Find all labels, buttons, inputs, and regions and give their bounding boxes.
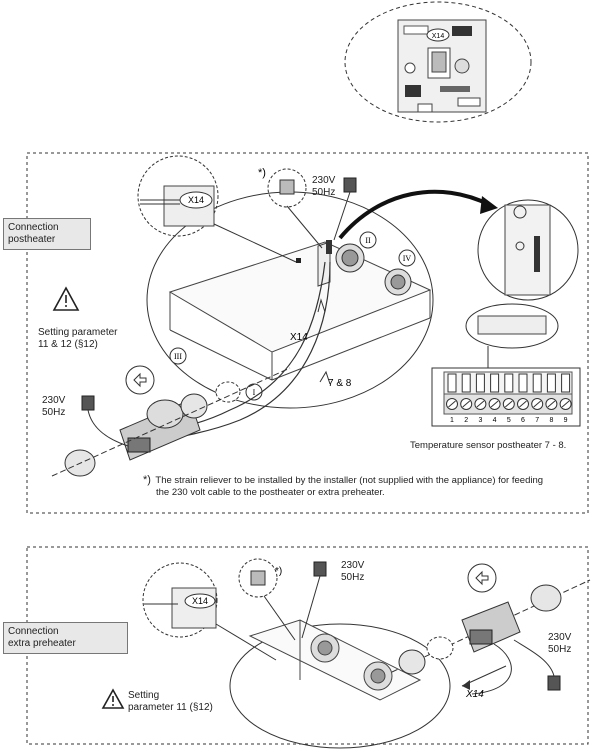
terminal-number-9: 9 bbox=[564, 417, 568, 424]
section2-preheater-unit bbox=[391, 579, 591, 695]
section2-voltage-top: 230V 50Hz bbox=[341, 560, 365, 583]
section1-voltage-top: 230V 50Hz bbox=[312, 175, 336, 198]
terminal-number-2: 2 bbox=[464, 417, 468, 424]
terminal-number-6: 6 bbox=[521, 417, 525, 424]
terminal-post-5 bbox=[504, 373, 514, 393]
footnote-marker: *) bbox=[143, 474, 151, 486]
control-board-detail: X14 bbox=[344, 1, 532, 123]
section1-title-label: Connection postheater bbox=[3, 218, 91, 250]
section1-connector-detail: X14 bbox=[137, 155, 297, 263]
section1-voltage-left: 230V 50Hz bbox=[42, 395, 66, 418]
section2-plug-right bbox=[513, 639, 561, 691]
section1-postheater-unit bbox=[51, 367, 291, 477]
section2-setting-text: Setting parameter 11 (§12) bbox=[128, 690, 213, 713]
section1-footnote: *) The strain reliever to be installed b… bbox=[143, 474, 583, 499]
terminal-post-6 bbox=[518, 373, 528, 393]
terminal-slot-4 bbox=[490, 400, 499, 408]
terminal-slot-6 bbox=[519, 400, 527, 408]
section1-zoom-arrow bbox=[338, 189, 491, 240]
temperature-sensor-caption: Temperature sensor postheater 7 - 8. bbox=[410, 440, 567, 451]
svg-text:IV: IV bbox=[403, 254, 412, 263]
section2-warning-icon bbox=[101, 688, 125, 709]
svg-text:X14: X14 bbox=[188, 195, 204, 205]
section1-appliance-housing bbox=[168, 241, 432, 381]
section1-strain-reliever-top bbox=[267, 168, 323, 249]
section1-frame bbox=[26, 152, 589, 514]
terminal-post-7 bbox=[532, 373, 542, 393]
terminal-slot-8 bbox=[547, 400, 556, 408]
section2-voltage-right: 230V 50Hz bbox=[548, 632, 572, 655]
terminal-number-1: 1 bbox=[450, 417, 454, 424]
terminal-number-4: 4 bbox=[493, 417, 497, 424]
svg-text:II: II bbox=[365, 236, 371, 245]
terminal-post-1 bbox=[447, 373, 457, 393]
port-marker-IV: IV bbox=[398, 249, 416, 267]
terminal-post-3 bbox=[475, 373, 485, 393]
terminal-slot-7 bbox=[533, 400, 542, 408]
terminal-number-7: 7 bbox=[535, 417, 539, 424]
terminal-post-9 bbox=[561, 373, 571, 393]
board-x14-label: X14 bbox=[432, 33, 445, 40]
terminal-slot-2 bbox=[462, 400, 471, 408]
terminal-post-8 bbox=[546, 373, 556, 393]
svg-text:I: I bbox=[253, 388, 256, 397]
port-marker-II: II bbox=[359, 231, 377, 249]
terminal-slot-3 bbox=[476, 400, 485, 408]
section2-connector-detail: X14 bbox=[142, 562, 277, 661]
terminal-number-5: 5 bbox=[507, 417, 511, 424]
section1-asterisk: *) bbox=[258, 167, 266, 179]
section2-asterisk: *) bbox=[275, 566, 282, 577]
section1-terminals-label: 7 & 8 bbox=[328, 378, 352, 389]
section2-title-label: Connection extra preheater bbox=[3, 622, 128, 654]
section2-strain-reliever-top bbox=[238, 558, 296, 641]
section2-x14-cable-label: X14 bbox=[465, 689, 484, 700]
section1-plug-left bbox=[81, 395, 129, 447]
section2-appliance-ellipse bbox=[229, 623, 451, 749]
terminal-number-8: 8 bbox=[549, 417, 553, 424]
section1-terminal-strip-detail bbox=[465, 303, 559, 368]
svg-text:III: III bbox=[174, 352, 182, 361]
section1-plug-top bbox=[333, 177, 357, 241]
section2-plug-top bbox=[301, 561, 327, 639]
svg-text:X14: X14 bbox=[192, 596, 208, 606]
section1-setting-text: Setting parameter 11 & 12 (§12) bbox=[38, 327, 118, 350]
section1-warning-icon bbox=[52, 286, 80, 311]
terminal-slot-5 bbox=[504, 400, 513, 408]
section2-appliance-housing bbox=[248, 619, 422, 701]
section1-zoom-circle bbox=[477, 199, 579, 301]
footnote-line1: The strain reliever to be installed by t… bbox=[155, 475, 544, 486]
terminal-screws: 1 2 3 4 5 6 7 8 9 bbox=[446, 373, 572, 424]
terminal-slot-1 bbox=[448, 400, 456, 408]
section1-direction-arrow-icon bbox=[125, 365, 155, 395]
port-marker-III: III bbox=[169, 347, 187, 365]
terminal-post-2 bbox=[461, 373, 471, 393]
section1-x14-cable-label: X14 bbox=[290, 332, 308, 343]
terminal-post-4 bbox=[490, 373, 500, 393]
terminal-slot-9 bbox=[561, 400, 570, 408]
footnote-line2: the 230 volt cable to the postheater or … bbox=[156, 487, 385, 498]
section2-direction-arrow-icon bbox=[467, 563, 497, 593]
terminal-number-3: 3 bbox=[478, 417, 482, 424]
